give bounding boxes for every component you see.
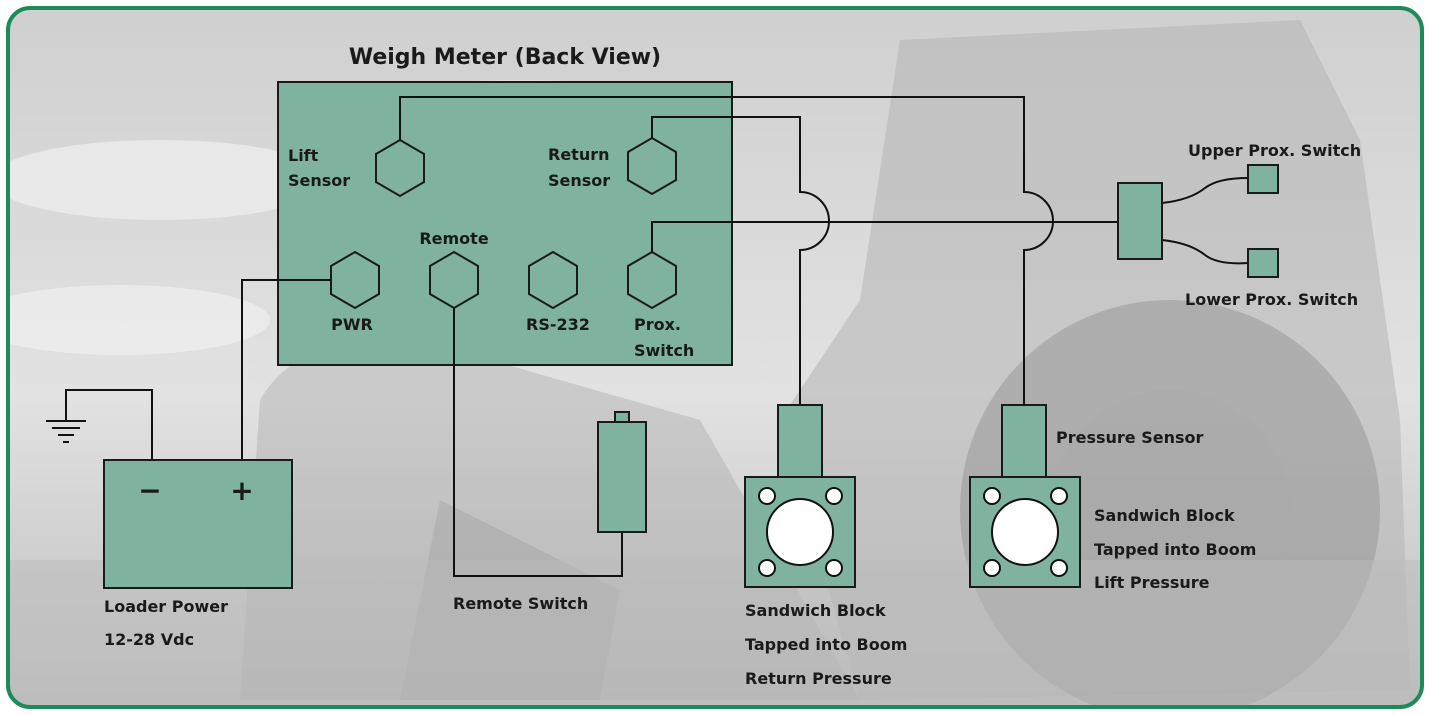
return-sensor-label: Return Sensor <box>548 145 615 190</box>
lift-block-bolt <box>983 559 1001 577</box>
pwr-label: PWR <box>331 315 373 334</box>
return-pressure-sensor <box>777 404 823 478</box>
lift-block-bolt <box>1050 559 1068 577</box>
weigh-meter-title: Weigh Meter (Back View) <box>349 45 661 70</box>
upper-prox-switch-label: Upper Prox. Switch <box>1188 141 1361 160</box>
weigh-meter-box <box>277 81 733 366</box>
return-block-bolt <box>825 559 843 577</box>
prox-switch-connector <box>627 250 677 310</box>
remote-label: Remote <box>419 229 488 248</box>
prox-junction-box <box>1117 182 1163 260</box>
return-sensor-connector <box>627 136 677 196</box>
battery-minus: − <box>138 474 161 507</box>
lower-prox-switch-label: Lower Prox. Switch <box>1185 290 1358 309</box>
lift-block-port <box>991 498 1059 566</box>
return-block-bolt <box>758 487 776 505</box>
remote-switch-body <box>597 421 647 533</box>
lift-block-bolt <box>983 487 1001 505</box>
battery-plus: + <box>230 474 253 507</box>
ground-icon <box>46 420 86 443</box>
rs232-connector <box>528 250 578 310</box>
lift-block-bolt <box>1050 487 1068 505</box>
pressure-sensor-label: Pressure Sensor <box>1056 428 1204 447</box>
wiring <box>65 96 1249 577</box>
remote-switch-label: Remote Switch <box>453 594 588 613</box>
return-block-bolt <box>825 487 843 505</box>
return-block-bolt <box>758 559 776 577</box>
pwr-connector <box>330 250 380 310</box>
return-block-label: Sandwich Block Tapped into Boom Return P… <box>745 601 913 688</box>
diagram-frame <box>6 6 1424 709</box>
return-block-port <box>766 498 834 566</box>
upper-prox-switch <box>1247 164 1279 194</box>
prox-switch-label: Prox. Switch <box>634 315 694 360</box>
lift-pressure-sensor <box>1001 404 1047 478</box>
rs232-label: RS-232 <box>526 315 590 334</box>
battery-box <box>103 459 293 589</box>
battery-label: Loader Power 12-28 Vdc <box>104 597 234 649</box>
lift-sensor-label: Lift Sensor <box>288 146 350 190</box>
lower-prox-switch <box>1247 248 1279 278</box>
lift-block-label: Sandwich Block Tapped into Boom Lift Pre… <box>1094 506 1262 592</box>
lift-sensor-connector <box>375 138 425 198</box>
